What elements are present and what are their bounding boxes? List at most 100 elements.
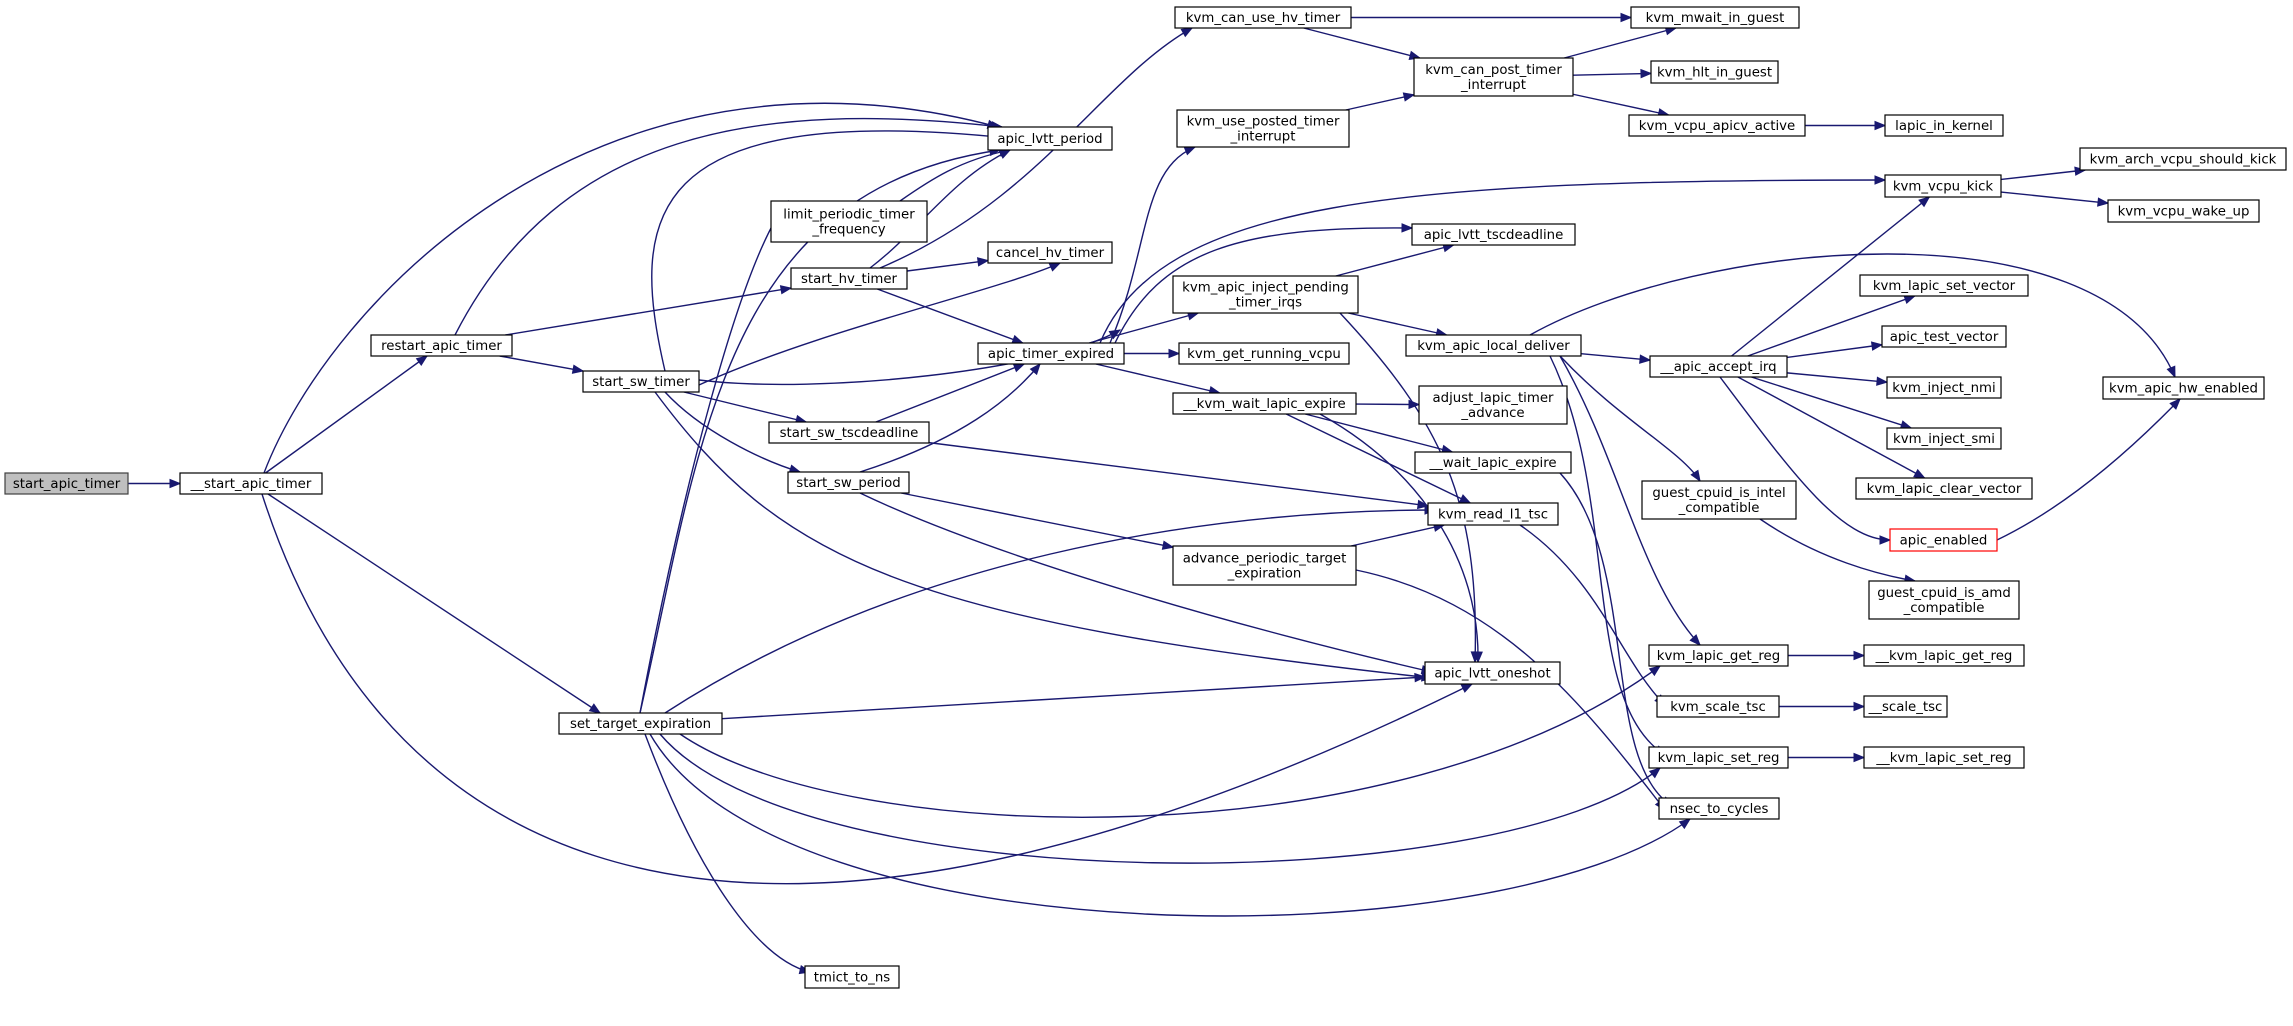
- node-guest_cpuid_is_intel_compatible[interactable]: guest_cpuid_is_intel_compatible: [1641, 480, 1797, 520]
- node-apic_test_vector[interactable]: apic_test_vector: [1881, 325, 2007, 348]
- arrowhead-icon: [1903, 295, 1917, 305]
- node-box: [1413, 57, 1574, 97]
- node-kvm_apic_hw_enabled[interactable]: kvm_apic_hw_enabled: [2102, 376, 2265, 400]
- node-__start_apic_timer[interactable]: __start_apic_timer: [179, 472, 323, 495]
- node-__scale_tsc[interactable]: __scale_tsc: [1863, 695, 1948, 718]
- node-restart_apic_timer[interactable]: restart_apic_timer: [370, 334, 513, 357]
- node-nsec_to_cycles[interactable]: nsec_to_cycles: [1658, 797, 1780, 820]
- node-box: [787, 471, 910, 494]
- node-set_target_expiration[interactable]: set_target_expiration: [558, 712, 723, 735]
- node-adjust_lapic_timer_advance[interactable]: adjust_lapic_timer_advance: [1418, 385, 1568, 425]
- node-label: cancel_hv_timer: [996, 246, 1105, 261]
- node-lapic_in_kernel[interactable]: lapic_in_kernel: [1884, 114, 2004, 137]
- node-label: set_target_expiration: [570, 717, 711, 732]
- edge-line: [1355, 569, 1666, 811]
- node-box: [1172, 392, 1357, 415]
- node-apic_lvtt_period[interactable]: apic_lvtt_period: [987, 126, 1113, 151]
- node-__kvm_lapic_get_reg[interactable]: __kvm_lapic_get_reg: [1863, 644, 2025, 667]
- edge-line: [679, 665, 1661, 818]
- node-label: start_sw_period: [796, 476, 900, 491]
- node-kvm_apic_inject_pending_timer_irqs[interactable]: kvm_apic_inject_pending_timer_irqs: [1172, 275, 1359, 314]
- node-label: _interrupt: [1460, 78, 1526, 93]
- edge-line: [1348, 312, 1447, 336]
- arrowhead-icon: [1458, 494, 1472, 504]
- node-kvm_hlt_in_guest[interactable]: kvm_hlt_in_guest: [1650, 60, 1779, 84]
- arrowhead-icon: [1183, 146, 1197, 156]
- arrowhead-icon: [1853, 752, 1866, 763]
- node-start_apic_timer[interactable]: start_apic_timer: [4, 472, 129, 495]
- arrowhead-icon: [1460, 683, 1474, 693]
- node-label: kvm_arch_vcpu_should_kick: [2090, 153, 2277, 168]
- node-kvm_scale_tsc[interactable]: kvm_scale_tsc: [1656, 695, 1780, 718]
- node-box: [1884, 114, 2004, 137]
- arrowhead-icon: [1690, 469, 1701, 483]
- node-apic_lvtt_tscdeadline[interactable]: apic_lvtt_tscdeadline: [1411, 223, 1576, 246]
- edge-line: [928, 441, 1429, 507]
- node-guest_cpuid_is_amd_compatible[interactable]: guest_cpuid_is_amd_compatible: [1868, 580, 2020, 620]
- node-__wait_lapic_expire[interactable]: __wait_lapic_expire: [1414, 451, 1572, 474]
- node-kvm_lapic_clear_vector[interactable]: kvm_lapic_clear_vector: [1855, 477, 2033, 500]
- node-label: apic_lvtt_tscdeadline: [1424, 228, 1564, 243]
- node-apic_enabled[interactable]: apic_enabled: [1889, 528, 1998, 552]
- node-kvm_can_post_timer_interrupt[interactable]: kvm_can_post_timer_interrupt: [1413, 57, 1574, 97]
- node-tmict_to_ns[interactable]: tmict_to_ns: [804, 965, 900, 989]
- node-kvm_can_use_hv_timer[interactable]: kvm_can_use_hv_timer: [1174, 6, 1352, 29]
- node-label: advance_periodic_target: [1183, 552, 1347, 567]
- node-kvm_inject_nmi[interactable]: kvm_inject_nmi: [1886, 376, 2002, 399]
- edge-__apic_accept_irq-to-kvm_inject_nmi: [1786, 372, 1889, 386]
- arrowhead-icon: [1876, 376, 1889, 386]
- node-box: [1855, 477, 2033, 500]
- node-cancel_hv_timer[interactable]: cancel_hv_timer: [987, 241, 1113, 264]
- edge-start_sw_timer-to-cancel_hv_timer: [698, 262, 1062, 386]
- node-box: [1650, 60, 1779, 84]
- node-kvm_inject_smi[interactable]: kvm_inject_smi: [1886, 427, 2002, 450]
- node-kvm_lapic_set_vector[interactable]: kvm_lapic_set_vector: [1859, 274, 2029, 297]
- edge-__apic_accept_irq-to-kvm_lapic_set_vector: [1747, 295, 1917, 357]
- node-label: kvm_mwait_in_guest: [1646, 11, 1785, 26]
- node-kvm_get_running_vcpu[interactable]: kvm_get_running_vcpu: [1178, 342, 1350, 365]
- node-apic_lvtt_oneshot[interactable]: apic_lvtt_oneshot: [1424, 661, 1561, 685]
- node-kvm_vcpu_kick[interactable]: kvm_vcpu_kick: [1884, 174, 2002, 198]
- node-box: [768, 421, 930, 444]
- node-start_sw_timer[interactable]: start_sw_timer: [582, 370, 700, 393]
- node-advance_periodic_target_expiration[interactable]: advance_periodic_target_expiration: [1172, 545, 1357, 586]
- arrowhead-icon: [1402, 92, 1416, 102]
- edge-line: [683, 391, 807, 423]
- edge-set_target_expiration-to-kvm_lapic_get_reg: [679, 665, 1662, 818]
- node-__apic_accept_irq[interactable]: __apic_accept_irq: [1649, 355, 1788, 378]
- node-kvm_read_l1_tsc[interactable]: kvm_read_l1_tsc: [1427, 502, 1559, 526]
- edge-line: [267, 493, 601, 714]
- node-box: [987, 241, 1113, 264]
- node-__kvm_lapic_set_reg[interactable]: __kvm_lapic_set_reg: [1863, 746, 2025, 769]
- edge-advance_periodic_target_expiration-to-kvm_read_l1_tsc: [1350, 522, 1446, 547]
- edge-kvm_can_post_timer_interrupt-to-kvm_vcpu_apicv_active: [1572, 93, 1670, 118]
- arrowhead-icon: [1416, 499, 1430, 510]
- node-kvm_arch_vcpu_should_kick[interactable]: kvm_arch_vcpu_should_kick: [2079, 147, 2287, 171]
- node-apic_timer_expired[interactable]: apic_timer_expired: [977, 342, 1125, 365]
- edge-line: [1345, 94, 1415, 111]
- node-box: [1628, 114, 1806, 137]
- edge-start_sw_period-to-apic_timer_expired: [859, 362, 1041, 473]
- node-limit_periodic_timer_frequency[interactable]: limit_periodic_timer_frequency: [770, 200, 928, 243]
- edge-line: [1719, 376, 1891, 541]
- node-start_sw_period[interactable]: start_sw_period: [787, 471, 910, 494]
- node-label: __start_apic_timer: [190, 477, 312, 492]
- node-start_hv_timer[interactable]: start_hv_timer: [790, 267, 908, 290]
- edge-line: [906, 259, 989, 272]
- node-start_sw_tscdeadline[interactable]: start_sw_tscdeadline: [768, 421, 930, 444]
- node-kvm_vcpu_wake_up[interactable]: kvm_vcpu_wake_up: [2107, 199, 2260, 223]
- node-box: [1859, 274, 2029, 297]
- node-label: kvm_apic_local_deliver: [1417, 339, 1570, 354]
- node-kvm_use_posted_timer_interrupt[interactable]: kvm_use_posted_timer_interrupt: [1176, 109, 1350, 148]
- node-kvm_vcpu_apicv_active[interactable]: kvm_vcpu_apicv_active: [1628, 114, 1806, 137]
- node-box: [1658, 797, 1780, 820]
- edge-line: [1549, 355, 1666, 756]
- node-box: [1889, 528, 1998, 552]
- node-label: kvm_read_l1_tsc: [1438, 508, 1548, 523]
- node-kvm_mwait_in_guest[interactable]: kvm_mwait_in_guest: [1630, 6, 1800, 29]
- node-kvm_apic_local_deliver[interactable]: kvm_apic_local_deliver: [1405, 334, 1582, 357]
- node-__kvm_wait_lapic_expire[interactable]: __kvm_wait_lapic_expire: [1172, 392, 1357, 415]
- node-kvm_lapic_set_reg[interactable]: kvm_lapic_set_reg: [1648, 746, 1789, 769]
- node-kvm_lapic_get_reg[interactable]: kvm_lapic_get_reg: [1648, 644, 1789, 667]
